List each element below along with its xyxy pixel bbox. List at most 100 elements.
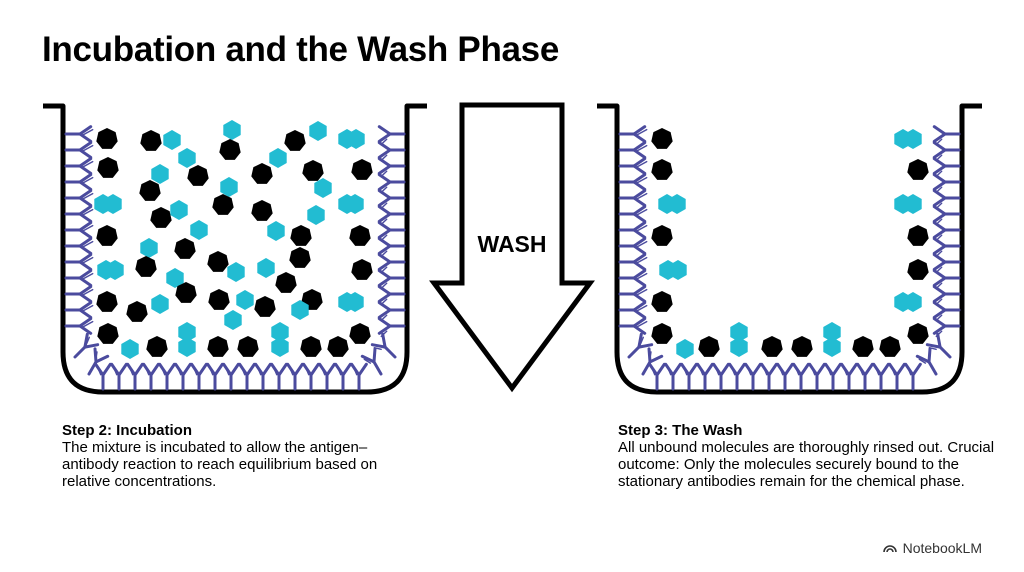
unlabeled-antigen [314, 178, 332, 198]
labeled-antigen [651, 323, 673, 344]
antibody [377, 221, 406, 242]
labeled-antigen [879, 336, 901, 357]
antibody [64, 269, 94, 287]
antibody [64, 301, 94, 319]
antibody [206, 362, 224, 391]
labeled-antigen [207, 336, 229, 357]
step2-text: The mixture is incubated to allow the an… [62, 439, 378, 490]
unlabeled-antigen [307, 205, 325, 225]
antibody [618, 237, 648, 255]
step3-heading: Step 3: The Wash [618, 422, 743, 439]
antibody [64, 205, 94, 223]
labeled-antigen [150, 207, 172, 228]
antibody [618, 141, 648, 159]
unlabeled-antigen [97, 260, 115, 280]
labeled-antigen [175, 282, 197, 303]
labeled-antigen [140, 130, 162, 151]
unlabeled-antigen [668, 194, 686, 214]
antibody [360, 347, 383, 376]
labeled-antigen [349, 323, 371, 344]
antibody [872, 362, 890, 391]
step3-text: All unbound molecules are thoroughly rin… [618, 439, 995, 490]
unlabeled-antigen [338, 129, 356, 149]
well-wall [597, 103, 982, 395]
labeled-antigen [289, 247, 311, 268]
antibody [110, 362, 128, 391]
unlabeled-antigen [178, 322, 196, 342]
antibody [174, 362, 192, 391]
antibody [932, 157, 961, 178]
antibody [627, 332, 654, 359]
antibody [932, 189, 961, 210]
labeled-antigen [351, 259, 373, 280]
labeled-antigen [290, 225, 312, 246]
labeled-antigen [761, 336, 783, 357]
labeled-antigen [96, 291, 118, 312]
labeled-antigen [212, 194, 234, 215]
antibody [377, 141, 406, 162]
antibody [377, 269, 406, 290]
unlabeled-antigen [271, 322, 289, 342]
unlabeled-antigen [151, 294, 169, 314]
antibody [618, 301, 648, 319]
unlabeled-antigen [894, 292, 912, 312]
unlabeled-antigen [94, 194, 112, 214]
antibody [618, 189, 648, 207]
antibody [377, 173, 406, 194]
antibody [370, 332, 397, 359]
unlabeled-antigen [170, 200, 188, 220]
unlabeled-antigen [267, 221, 285, 241]
labeled-antigen [651, 291, 673, 312]
brand-label: NotebookLM [902, 540, 982, 556]
labeled-antigen [146, 336, 168, 357]
antibody [73, 332, 100, 359]
antibody [648, 362, 666, 391]
antibody [334, 362, 352, 391]
step3-caption: Step 3: The Wash All unbound molecules a… [618, 422, 998, 490]
antibody [64, 157, 94, 175]
unlabeled-antigen [257, 258, 275, 278]
labeled-antigen [208, 289, 230, 310]
unlabeled-antigen [178, 337, 196, 357]
antibody [64, 173, 94, 191]
labeled-antigen [907, 225, 929, 246]
unlabeled-antigen [338, 292, 356, 312]
labeled-antigen [126, 301, 148, 322]
unlabeled-antigen [823, 337, 841, 357]
antibody [824, 362, 842, 391]
antibody [377, 125, 406, 146]
labeled-antigen [187, 165, 209, 186]
antibody [932, 269, 961, 290]
antibody [932, 125, 961, 146]
labeled-antigen [907, 159, 929, 180]
antibody [126, 362, 144, 391]
labeled-antigen [207, 251, 229, 272]
labeled-antigen [254, 296, 276, 317]
wash-arrow: WASH [429, 102, 595, 393]
antibody [760, 362, 778, 391]
unlabeled-antigen [669, 260, 687, 280]
labeled-antigen [97, 323, 119, 344]
unlabeled-antigen [121, 339, 139, 359]
labeled-antigen [651, 159, 673, 180]
right-well [597, 103, 982, 395]
unlabeled-antigen [166, 268, 184, 288]
unlabeled-antigen [220, 177, 238, 197]
antibody [618, 173, 648, 191]
antibody [222, 362, 240, 391]
antibody [932, 141, 961, 162]
antibody [286, 362, 304, 391]
unlabeled-antigen [223, 120, 241, 140]
antibody [87, 347, 110, 376]
antibody [318, 362, 336, 391]
antibody [238, 362, 256, 391]
unlabeled-antigen [730, 337, 748, 357]
left-well [43, 103, 427, 395]
labeled-antigen [96, 225, 118, 246]
antibody [888, 362, 906, 391]
antibody [728, 362, 746, 391]
labeled-antigen [96, 128, 118, 149]
unlabeled-antigen [309, 121, 327, 141]
unlabeled-antigen [236, 290, 254, 310]
